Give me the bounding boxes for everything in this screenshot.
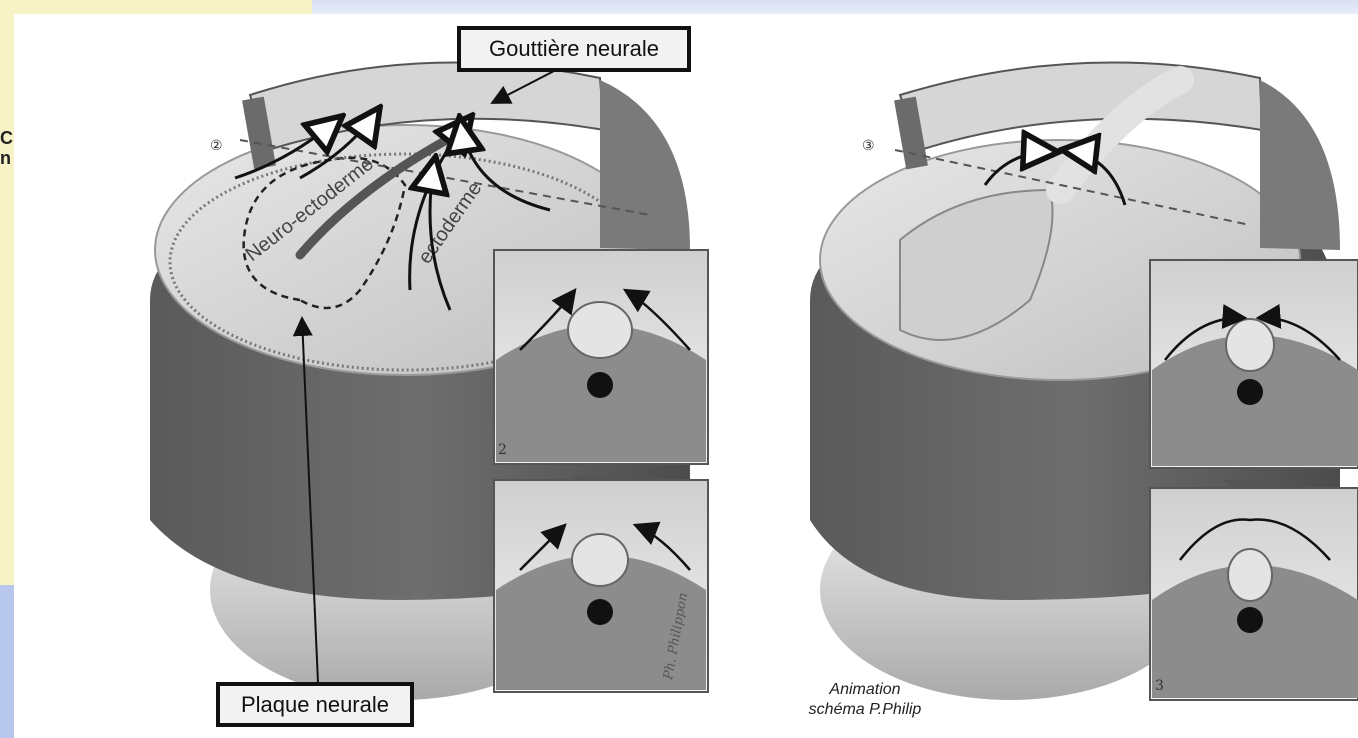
stage-marker-right: ③: [862, 138, 875, 154]
left-inset-bottom: Ph. Philippon: [494, 480, 708, 692]
amnion-cut-wall: [900, 62, 1262, 150]
amnion-side-flap: [600, 80, 690, 250]
neural-groove-label-box: Gouttière neurale: [457, 26, 691, 72]
amnion-side-flap: [1260, 80, 1340, 250]
inset-marker: 2: [498, 442, 507, 458]
animation-credit: Animation schéma P.Philip: [800, 680, 930, 718]
neural-groove-label: Gouttière neurale: [489, 36, 659, 62]
inset-marker: 3: [1155, 678, 1164, 694]
left-inset-top: 2: [494, 250, 708, 464]
neural-plate-label-box: Plaque neurale: [216, 682, 414, 727]
neural-plate-label: Plaque neurale: [241, 692, 389, 718]
stage-marker-left: ②: [210, 138, 223, 154]
credit-line2: schéma P.Philip: [800, 700, 930, 718]
right-inset-top: [1150, 260, 1358, 468]
right-inset-bottom: 3: [1150, 488, 1358, 700]
credit-line1: Animation: [800, 680, 930, 700]
